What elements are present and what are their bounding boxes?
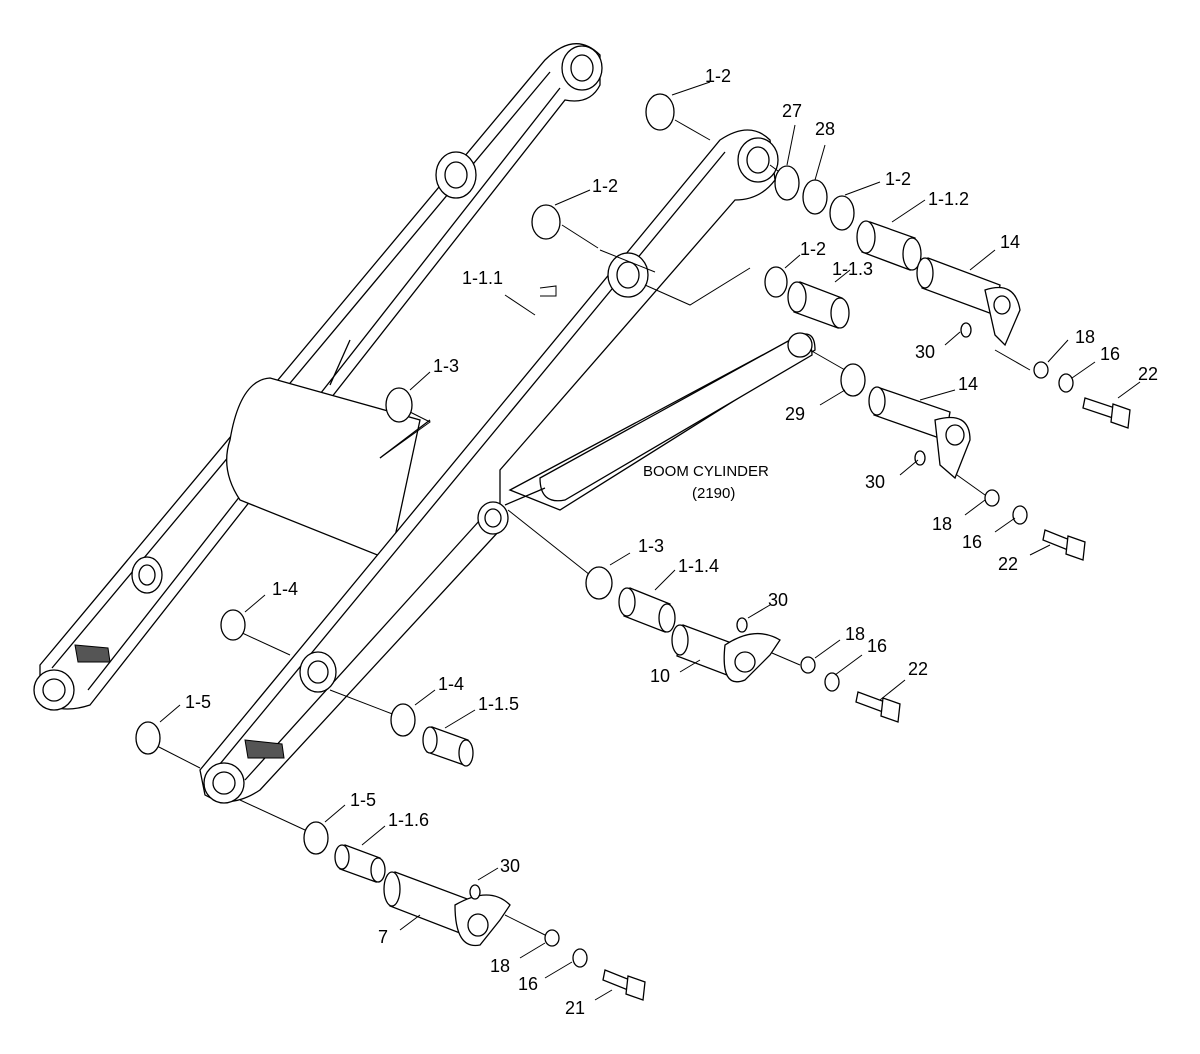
callout-label: 1-5	[185, 692, 211, 712]
callout-label: 1-2	[800, 239, 826, 259]
pin-14-top	[916, 257, 1021, 347]
front-boom-arm	[199, 129, 779, 804]
bushing-1-1-4	[618, 587, 676, 633]
callout-label: 27	[782, 101, 802, 121]
cylinder-labels: BOOM CYLINDER (2190)	[643, 463, 769, 502]
hardware	[469, 322, 1131, 1001]
callout-label: 28	[815, 119, 835, 139]
callout-label: 18	[845, 624, 865, 644]
callout-label: 18	[1075, 327, 1095, 347]
callout-label: 1-4	[438, 674, 464, 694]
callout-label: 18	[490, 956, 510, 976]
callout-label: 1-1.6	[388, 810, 429, 830]
bushing-1-1-6	[334, 844, 386, 883]
callout-label: 22	[908, 659, 928, 679]
callout-leaders	[159, 81, 1141, 1001]
bushings	[334, 220, 922, 883]
bolt-22-a	[1082, 397, 1131, 429]
callout-label: 1-1.3	[832, 259, 873, 279]
callout-label: 7	[378, 927, 388, 947]
callout-label: 1-3	[638, 536, 664, 556]
washer-30-c	[736, 617, 748, 633]
callout-label: 1-5	[350, 790, 376, 810]
washer-18-c	[800, 656, 816, 674]
callout-label: 30	[768, 590, 788, 610]
callout-label: 14	[958, 374, 978, 394]
ring-1-2-b	[829, 195, 855, 231]
washer-16-a	[1058, 373, 1074, 393]
washer-30-b	[914, 450, 926, 466]
washer-16-b	[1012, 505, 1028, 525]
callout-label: 1-1.1	[462, 268, 503, 288]
washer-18-d	[544, 929, 560, 947]
boom-cylinder-code: (2190)	[692, 485, 735, 502]
ring-1-2-left	[531, 204, 561, 240]
ring-27	[774, 165, 800, 201]
callout-label: 14	[1000, 232, 1020, 252]
callout-label: 1-2	[705, 66, 731, 86]
pins	[383, 257, 1021, 947]
washer-18-b	[984, 489, 1000, 507]
callout-label: 1-4	[272, 579, 298, 599]
callout-label: 18	[932, 514, 952, 534]
callout-label: 22	[1138, 364, 1158, 384]
callout-label: 1-3	[433, 356, 459, 376]
boom-cylinder	[504, 332, 816, 511]
leader-lines	[154, 119, 1031, 936]
callout-label: 1-1.5	[478, 694, 519, 714]
bolt-22-c	[855, 691, 901, 723]
ring-1-4-a	[220, 609, 246, 641]
ring-29	[840, 363, 866, 397]
callout-label: 1-2	[885, 169, 911, 189]
pin-10	[671, 624, 781, 683]
ring-1-2-c	[764, 266, 788, 298]
boom-cylinder-label: BOOM CYLINDER	[643, 463, 769, 480]
pin-14-b	[868, 386, 971, 480]
rear-boom-arm	[33, 42, 603, 711]
cross-tube	[226, 339, 431, 561]
callout-labels: 1-2 27 28 1-2 1-1.2 1-2 14 1-2 1-1.3 1-1…	[185, 66, 1158, 1018]
bolt-22-b	[1042, 529, 1086, 561]
callout-label: 16	[518, 974, 538, 994]
rings	[135, 93, 866, 855]
ring-1-3-a	[385, 387, 413, 423]
pin-7	[383, 871, 511, 947]
callout-label: 30	[500, 856, 520, 876]
callout-label: 10	[650, 666, 670, 686]
washer-30-d	[469, 884, 481, 900]
ring-1-5-a	[135, 721, 161, 755]
callout-label: 16	[1100, 344, 1120, 364]
ring-1-3-b	[585, 566, 613, 600]
bushing-1-1-3	[787, 281, 850, 329]
callout-label: 21	[565, 998, 585, 1018]
ring-1-4-b	[390, 703, 416, 737]
callout-label: 1-2	[592, 176, 618, 196]
callout-label: 1-1.4	[678, 556, 719, 576]
ring-1-2-top	[645, 93, 675, 131]
callout-label: 30	[865, 472, 885, 492]
ring-28	[802, 179, 828, 215]
callout-label: 16	[867, 636, 887, 656]
callout-label: 22	[998, 554, 1018, 574]
bushing-1-1-5	[422, 726, 474, 767]
callout-label: 16	[962, 532, 982, 552]
washer-18-a	[1033, 361, 1049, 379]
washer-16-d	[572, 948, 588, 968]
bolt-21	[602, 969, 646, 1001]
callout-label: 29	[785, 404, 805, 424]
callout-label: 30	[915, 342, 935, 362]
ring-1-5-b	[303, 821, 329, 855]
callout-label: 1-1.2	[928, 189, 969, 209]
bushing-1-1-2	[856, 220, 922, 271]
washer-16-c	[824, 672, 840, 692]
washer-30-a	[960, 322, 972, 338]
